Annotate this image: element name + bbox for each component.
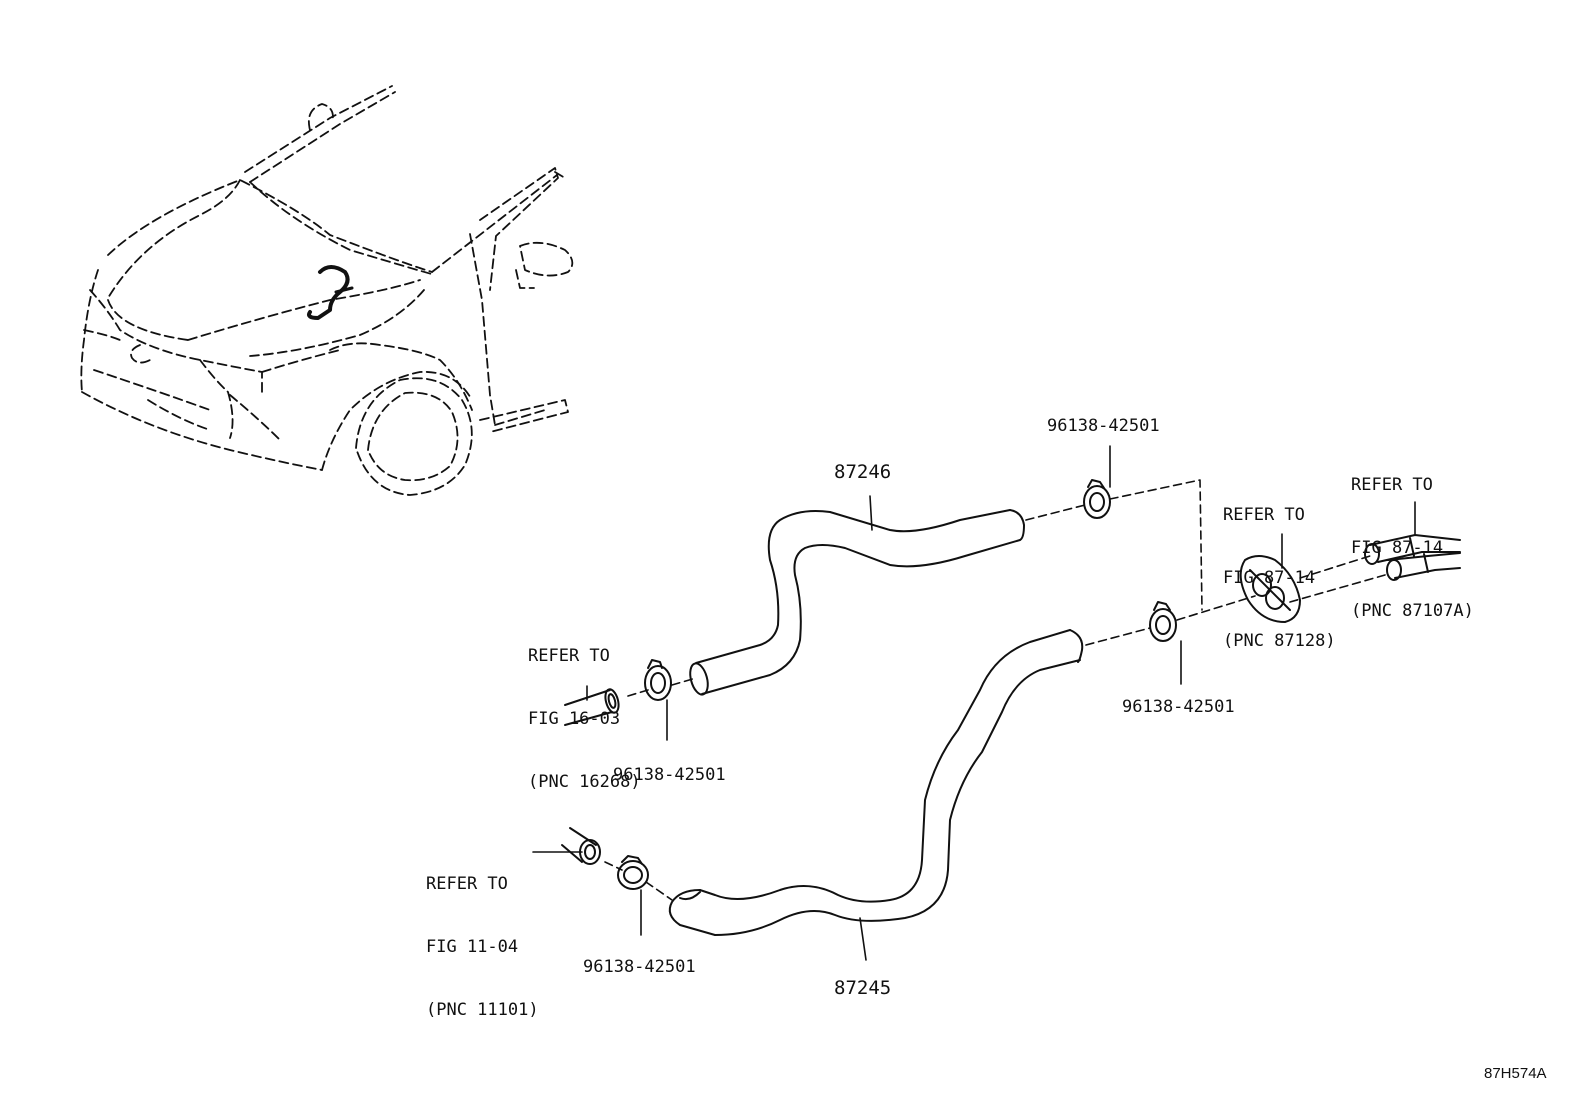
- vehicle-outline: [80, 85, 574, 496]
- clamp-top-right[interactable]: [1083, 479, 1111, 519]
- hose-87245[interactable]: [668, 629, 1084, 936]
- part-label-clamp-upper-left: 96138-42501: [613, 765, 726, 785]
- clamp-upper-left[interactable]: [644, 659, 672, 701]
- part-label-clamp-top-right: 96138-42501: [1047, 416, 1160, 436]
- part-label-clamp-lower-left: 96138-42501: [583, 957, 696, 977]
- assembly-dashes: [604, 479, 1386, 901]
- ref-fig-16-03: REFER TO FIG 16-03 (PNC 16268): [528, 646, 641, 792]
- part-label-87246: 87246: [834, 461, 892, 483]
- leader-lines: [532, 445, 1416, 961]
- diagram-code: 87H574A: [1484, 1065, 1547, 1082]
- clamp-mid-right[interactable]: [1149, 601, 1177, 642]
- hose-location-marker: [307, 265, 350, 320]
- ref-fig-11-04: REFER TO FIG 11-04 (PNC 11101): [426, 874, 539, 1020]
- part-label-clamp-mid-right: 96138-42501: [1122, 697, 1235, 717]
- hose-87246[interactable]: [687, 509, 1025, 697]
- grommet-87128: [1239, 555, 1301, 623]
- heater-pipes-87107A: [1364, 534, 1461, 581]
- clamp-lower-left[interactable]: [617, 855, 649, 890]
- part-label-87245: 87245: [834, 977, 892, 999]
- ref-fig-87-14-87107A: REFER TO FIG 87-14 (PNC 87107A): [1351, 475, 1474, 621]
- pipe-11-04: [561, 827, 601, 865]
- ref-fig-87-14-87128: REFER TO FIG 87-14 (PNC 87128): [1223, 505, 1336, 651]
